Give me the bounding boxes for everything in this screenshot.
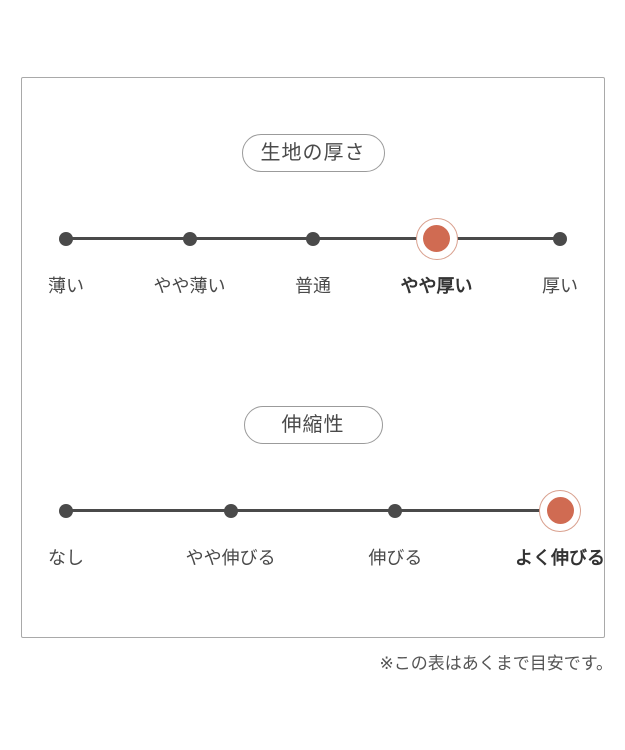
scale-label: 薄い (48, 276, 84, 296)
scale-dot (59, 503, 73, 518)
fabric-thickness-section: 生地の厚さ 薄い やや薄い 普通 やや厚い 厚い (22, 134, 604, 314)
scale-dot (306, 231, 320, 246)
scale-label: 厚い (542, 276, 578, 296)
scale-label-selected: やや厚い (400, 276, 473, 296)
scale-dot-selected (539, 489, 581, 532)
scale-line (59, 489, 581, 532)
scale-label-selected: よく伸びる (515, 548, 605, 568)
selected-value-marker (546, 497, 574, 524)
selected-value-marker (423, 225, 450, 252)
scale-label: 普通 (295, 276, 331, 296)
scale-label: なし (48, 548, 84, 568)
section-title-pill: 伸縮性 (243, 406, 383, 444)
scale-labels: なし やや伸びる 伸びる よく伸びる (48, 546, 605, 570)
scale-dot-selected (415, 217, 458, 260)
scale-label: 伸びる (368, 548, 423, 568)
scale-dot (223, 503, 238, 518)
scale-dot (388, 503, 403, 518)
section-title-pill: 生地の厚さ (241, 134, 385, 172)
scale-labels: 薄い やや薄い 普通 やや厚い 厚い (48, 274, 578, 298)
footer-disclaimer: ※この表はあくまで目安です。 (379, 654, 613, 673)
scale-label: やや薄い (153, 276, 226, 296)
scale-dot (59, 231, 73, 246)
scale-line (59, 217, 567, 260)
spec-panel: 生地の厚さ 薄い やや薄い 普通 やや厚い 厚い 伸縮性 なし やや伸びる 伸びる よく伸びる (21, 77, 605, 638)
scale-label: やや伸びる (185, 548, 276, 568)
section-title-row: 伸縮性 (22, 406, 604, 444)
scale-dot (553, 231, 567, 246)
section-title-row: 生地の厚さ (22, 134, 604, 172)
stretchability-section: 伸縮性 なし やや伸びる 伸びる よく伸びる (22, 406, 605, 586)
scale-dot (182, 231, 197, 246)
